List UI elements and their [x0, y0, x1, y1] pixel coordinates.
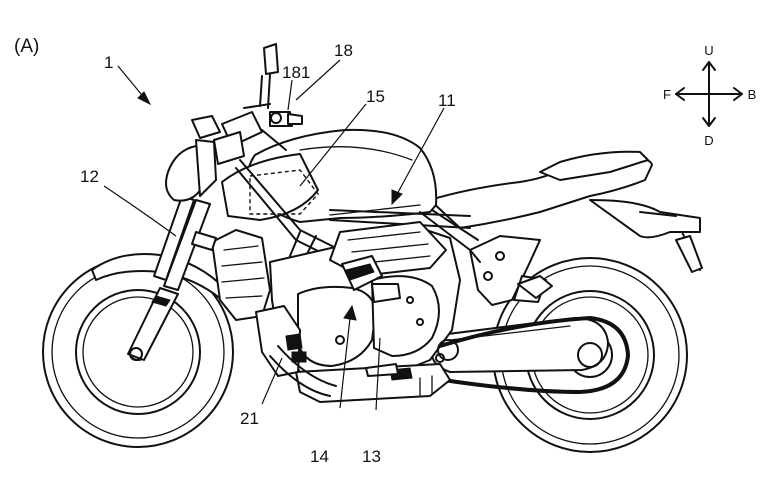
label-engine: 13: [362, 447, 381, 466]
label-fuel-tank: 11: [438, 91, 456, 110]
label-grip: 181: [282, 63, 310, 82]
direction-up-label: U: [704, 43, 713, 58]
direction-indicator: U D F B: [663, 43, 756, 148]
handlebar: [213, 43, 303, 165]
turn-signal: [191, 115, 221, 139]
panel-label: (A): [14, 36, 39, 57]
labels: (A) 1 12 15 11 18 181 21 14 13: [14, 36, 456, 466]
label-intake: 14: [310, 447, 329, 466]
direction-front-label: F: [663, 87, 671, 102]
label-handlebar: 18: [334, 41, 353, 60]
air-cleaner-hidden: [249, 169, 319, 215]
label-motorcycle: 1: [104, 53, 113, 72]
front-fork: [127, 195, 217, 361]
direction-back-label: B: [748, 87, 757, 102]
drive-chain: [429, 315, 631, 395]
label-front-fork: 12: [80, 167, 99, 186]
direction-down-label: D: [704, 133, 713, 148]
rear-seat: [429, 150, 653, 229]
label-exhaust: 21: [240, 409, 259, 428]
footrest: [517, 275, 553, 299]
leader-lines: [103, 59, 445, 411]
engine: [269, 221, 461, 403]
label-air-cleaner: 15: [366, 87, 385, 106]
tail-section: [589, 199, 703, 273]
